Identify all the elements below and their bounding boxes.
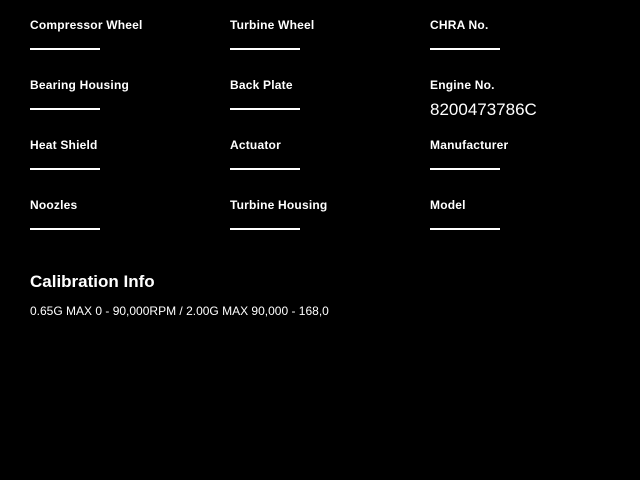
field-label: Manufacturer	[430, 138, 509, 152]
field-blank-line	[230, 168, 300, 170]
field-turbine-housing: Turbine Housing	[230, 198, 430, 258]
field-label: Turbine Wheel	[230, 18, 315, 32]
field-model: Model	[430, 198, 630, 258]
field-blank-line	[430, 168, 500, 170]
field-manufacturer: Manufacturer	[430, 138, 630, 198]
field-blank-line	[30, 228, 100, 230]
field-label: Noozles	[30, 198, 78, 212]
field-chra-no: CHRA No.	[430, 18, 630, 78]
field-value: 8200473786C	[430, 100, 537, 119]
field-blank-line	[230, 228, 300, 230]
field-label: Engine No.	[430, 78, 495, 92]
calibration-value: 0.65G MAX 0 - 90,000RPM / 2.00G MAX 90,0…	[30, 304, 329, 318]
field-label: Bearing Housing	[30, 78, 130, 92]
field-compressor-wheel: Compressor Wheel	[30, 18, 230, 78]
field-label: Turbine Housing	[230, 198, 328, 212]
field-back-plate: Back Plate	[230, 78, 430, 138]
field-blank-line	[430, 48, 500, 50]
field-label: Compressor Wheel	[30, 18, 143, 32]
spec-fields-grid: Compressor Wheel Turbine Wheel CHRA No. …	[30, 18, 630, 258]
field-blank-line	[230, 108, 300, 110]
field-blank-line	[430, 228, 500, 230]
field-actuator: Actuator	[230, 138, 430, 198]
calibration-title: Calibration Info	[30, 272, 155, 291]
field-label: CHRA No.	[430, 18, 489, 32]
field-noozles: Noozles	[30, 198, 230, 258]
field-blank-line	[30, 168, 100, 170]
field-blank-line	[30, 108, 100, 110]
calibration-section: Calibration Info 0.65G MAX 0 - 90,000RPM…	[30, 272, 329, 318]
field-heat-shield: Heat Shield	[30, 138, 230, 198]
field-engine-no: Engine No. 8200473786C	[430, 78, 630, 138]
field-label: Actuator	[230, 138, 281, 152]
field-label: Back Plate	[230, 78, 293, 92]
field-turbine-wheel: Turbine Wheel	[230, 18, 430, 78]
field-label: Model	[430, 198, 466, 212]
field-blank-line	[30, 48, 100, 50]
field-blank-line	[230, 48, 300, 50]
field-bearing-housing: Bearing Housing	[30, 78, 230, 138]
field-label: Heat Shield	[30, 138, 98, 152]
